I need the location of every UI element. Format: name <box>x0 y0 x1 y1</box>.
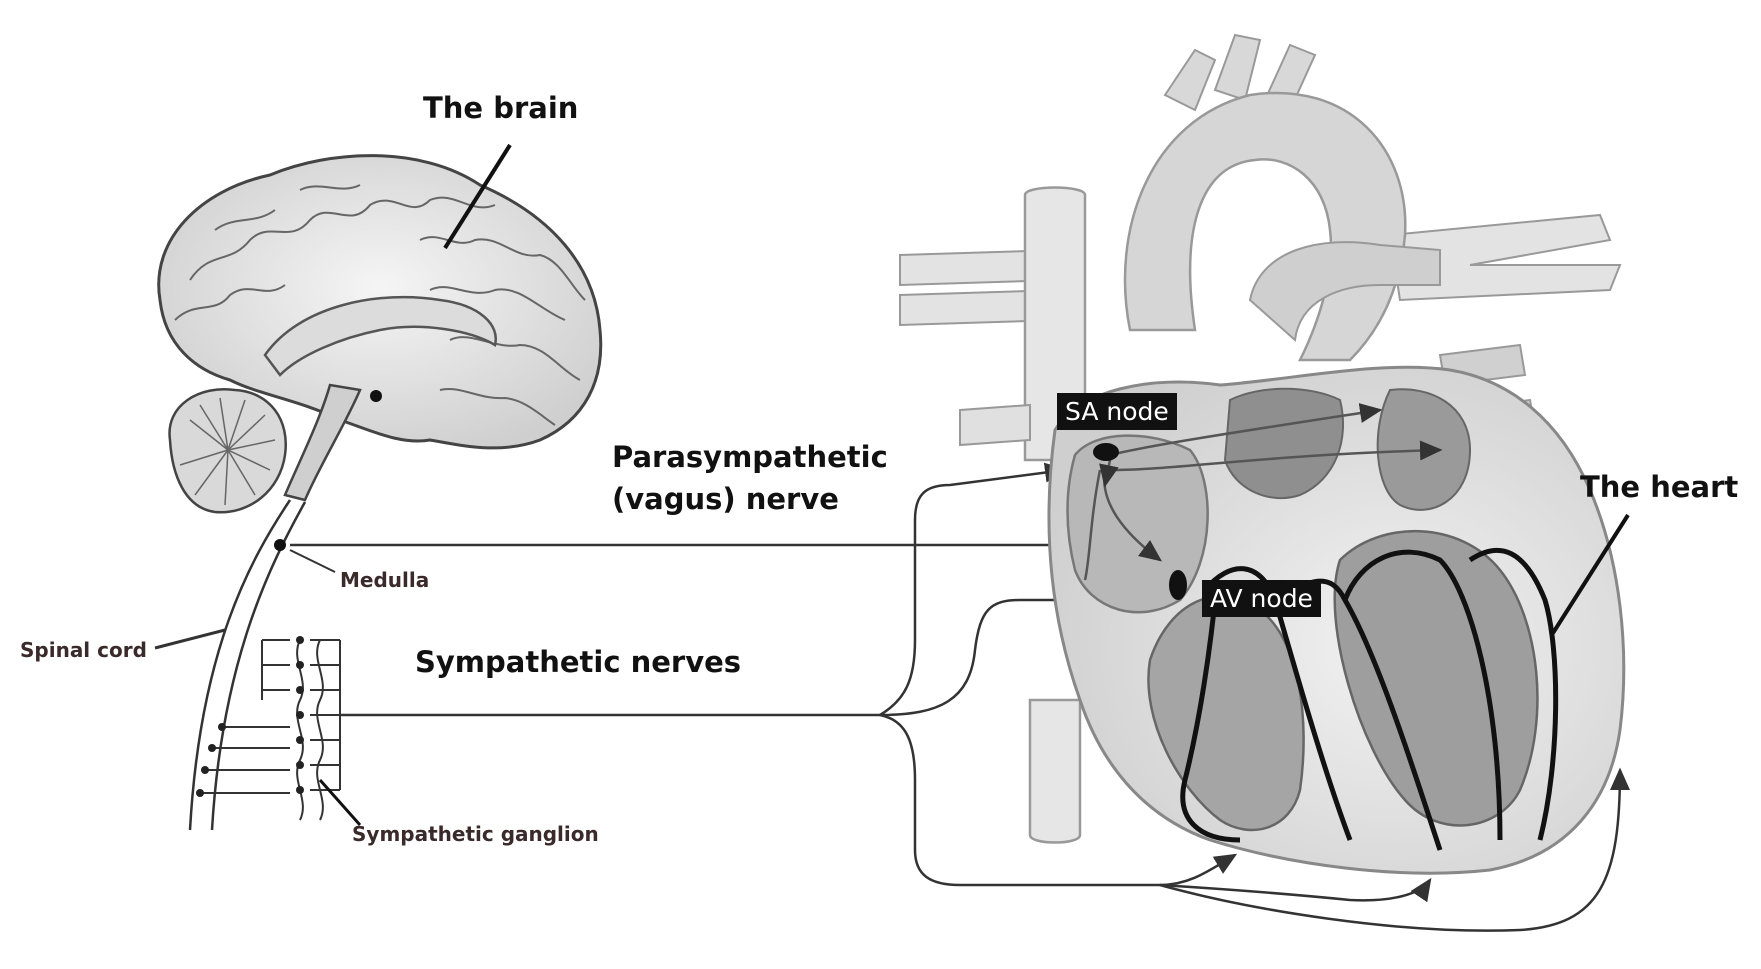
heart-illustration <box>899 33 1630 875</box>
sympathetic-label: Sympathetic nerves <box>415 645 742 679</box>
heart-pointer <box>1551 513 1630 635</box>
parasympathetic-label-line1: Parasympathetic <box>612 440 888 474</box>
nerve-pathways <box>290 462 1630 932</box>
sa-node-tag: SA node <box>1057 393 1177 430</box>
ganglion-label: Sympathetic ganglion <box>352 822 599 846</box>
heart-label: The heart <box>1580 470 1739 504</box>
spinal-cord-pointer <box>154 628 226 650</box>
spinal-cord <box>188 499 307 831</box>
medulla-pointer <box>289 549 336 573</box>
ganglion-pointer <box>318 779 362 826</box>
av-node-tag: AV node <box>1202 580 1321 617</box>
medulla-dot <box>274 539 286 551</box>
sa-node-marker <box>1093 443 1119 461</box>
brain-label: The brain <box>423 91 579 125</box>
medulla-label: Medulla <box>340 568 430 592</box>
brainstem-dot <box>370 390 382 402</box>
brain-pointer <box>443 143 512 250</box>
parasympathetic-label-line2: (vagus) nerve <box>612 482 839 516</box>
spinal-cord-label: Spinal cord <box>20 638 147 662</box>
av-node-marker <box>1169 570 1187 600</box>
brain-illustration <box>157 154 603 514</box>
